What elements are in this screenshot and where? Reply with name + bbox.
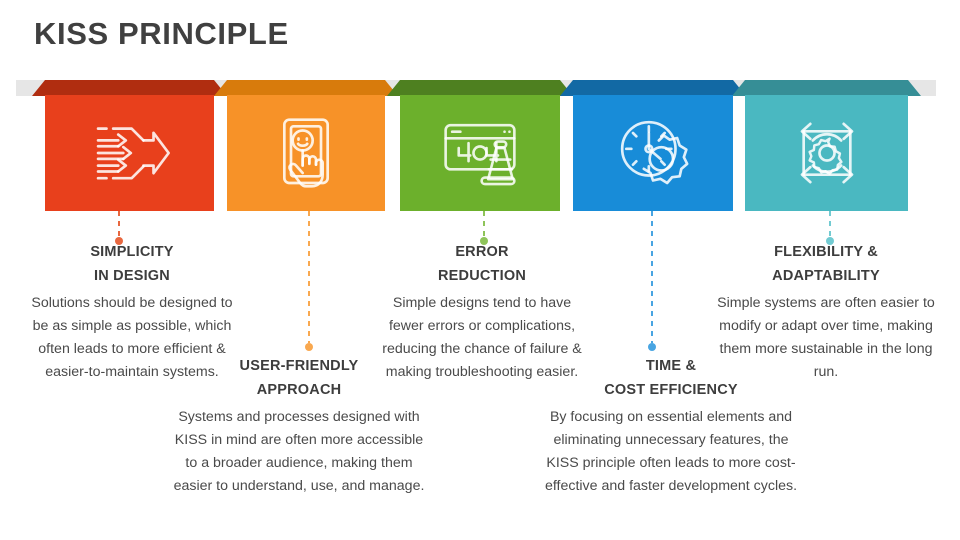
gear-cycle-arrows-icon [745, 95, 908, 211]
heading-line-2: IN DESIGN [94, 267, 170, 284]
panel-time-and-cost-efficiency[interactable] [573, 95, 733, 211]
text-block-time-and-cost-efficiency: TIME & COST EFFICIENCY By focusing on esse… [542, 355, 800, 498]
heading-line-1: TIME & [645, 358, 697, 374]
panel-flexibility-and-adaptability[interactable] [745, 95, 908, 211]
ribbon-tab-flexibility-and-adaptability [732, 80, 921, 96]
body-user-friendly-approach: Systems and processes designed with KISS… [173, 408, 425, 494]
page-title: KISS PRINCIPLE [34, 16, 289, 51]
connector-dot [648, 343, 656, 351]
clock-gear-icon [573, 95, 733, 211]
body-flexibility-and-adaptability: Simple systems are often easier to modif… [717, 294, 935, 380]
connector-time-and-cost-efficiency [648, 211, 656, 351]
connector-dashed-line [483, 211, 485, 237]
text-block-user-friendly-approach: USER-FRIENDLY APPROACH Systems and process… [170, 355, 428, 498]
heading-time-and-cost-efficiency: TIME & COST EFFICIENCY [542, 355, 800, 403]
ribbon-tab-error-reduction [387, 80, 573, 96]
text-block-simplicity-in-design: SIMPLICITY IN DESIGN Solutions should be d… [24, 241, 240, 384]
heading-line-1: ERROR [455, 244, 509, 260]
connector-dashed-line [651, 211, 653, 343]
ribbon-tab-user-friendly-approach [214, 80, 398, 96]
body-simplicity-in-design: Solutions should be designed to be as si… [31, 294, 233, 380]
connector-dot [480, 237, 488, 245]
connector-dot [115, 237, 123, 245]
browser-404-cone-icon [400, 95, 560, 211]
heading-flexibility-and-adaptability: FLEXIBILITY & ADAPTABILITY [716, 241, 936, 289]
heading-line-2: APPROACH [256, 381, 342, 398]
heading-line-2: COST EFFICIENCY [604, 381, 738, 398]
heading-line-2: ADAPTABILITY [772, 267, 880, 284]
connector-user-friendly-approach [305, 211, 313, 351]
heading-user-friendly-approach: USER-FRIENDLY APPROACH [170, 355, 428, 403]
connector-flexibility-and-adaptability [826, 211, 834, 245]
heading-line-2: REDUCTION [438, 267, 526, 284]
connector-dashed-line [829, 211, 831, 237]
ribbon-tab-time-and-cost-efficiency [560, 80, 746, 96]
panel-user-friendly-approach[interactable] [227, 95, 385, 211]
heading-line-1: FLEXIBILITY & [774, 244, 878, 260]
heading-error-reduction: ERROR REDUCTION [378, 241, 586, 289]
body-time-and-cost-efficiency: By focusing on essential elements and el… [544, 408, 798, 494]
panel-simplicity-in-design[interactable] [45, 95, 214, 211]
ribbon-tab-simplicity-in-design [32, 80, 227, 96]
connector-error-reduction [480, 211, 488, 245]
heading-line-1: SIMPLICITY [90, 244, 174, 260]
text-block-error-reduction: ERROR REDUCTION Simple designs tend to hav… [378, 241, 586, 384]
connector-simplicity-in-design [115, 211, 123, 245]
body-error-reduction: Simple designs tend to have fewer errors… [382, 294, 582, 380]
heading-simplicity-in-design: SIMPLICITY IN DESIGN [24, 241, 240, 289]
text-block-flexibility-and-adaptability: FLEXIBILITY & ADAPTABILITY Simple systems … [716, 241, 936, 384]
hand-touch-smiley-icon [227, 95, 385, 211]
connector-dashed-line [308, 211, 310, 343]
converging-arrows-icon [45, 95, 214, 211]
connector-dot [826, 237, 834, 245]
connector-dashed-line [118, 211, 120, 237]
panel-error-reduction[interactable] [400, 95, 560, 211]
connector-dot [305, 343, 313, 351]
heading-line-1: USER-FRIENDLY [239, 358, 359, 374]
